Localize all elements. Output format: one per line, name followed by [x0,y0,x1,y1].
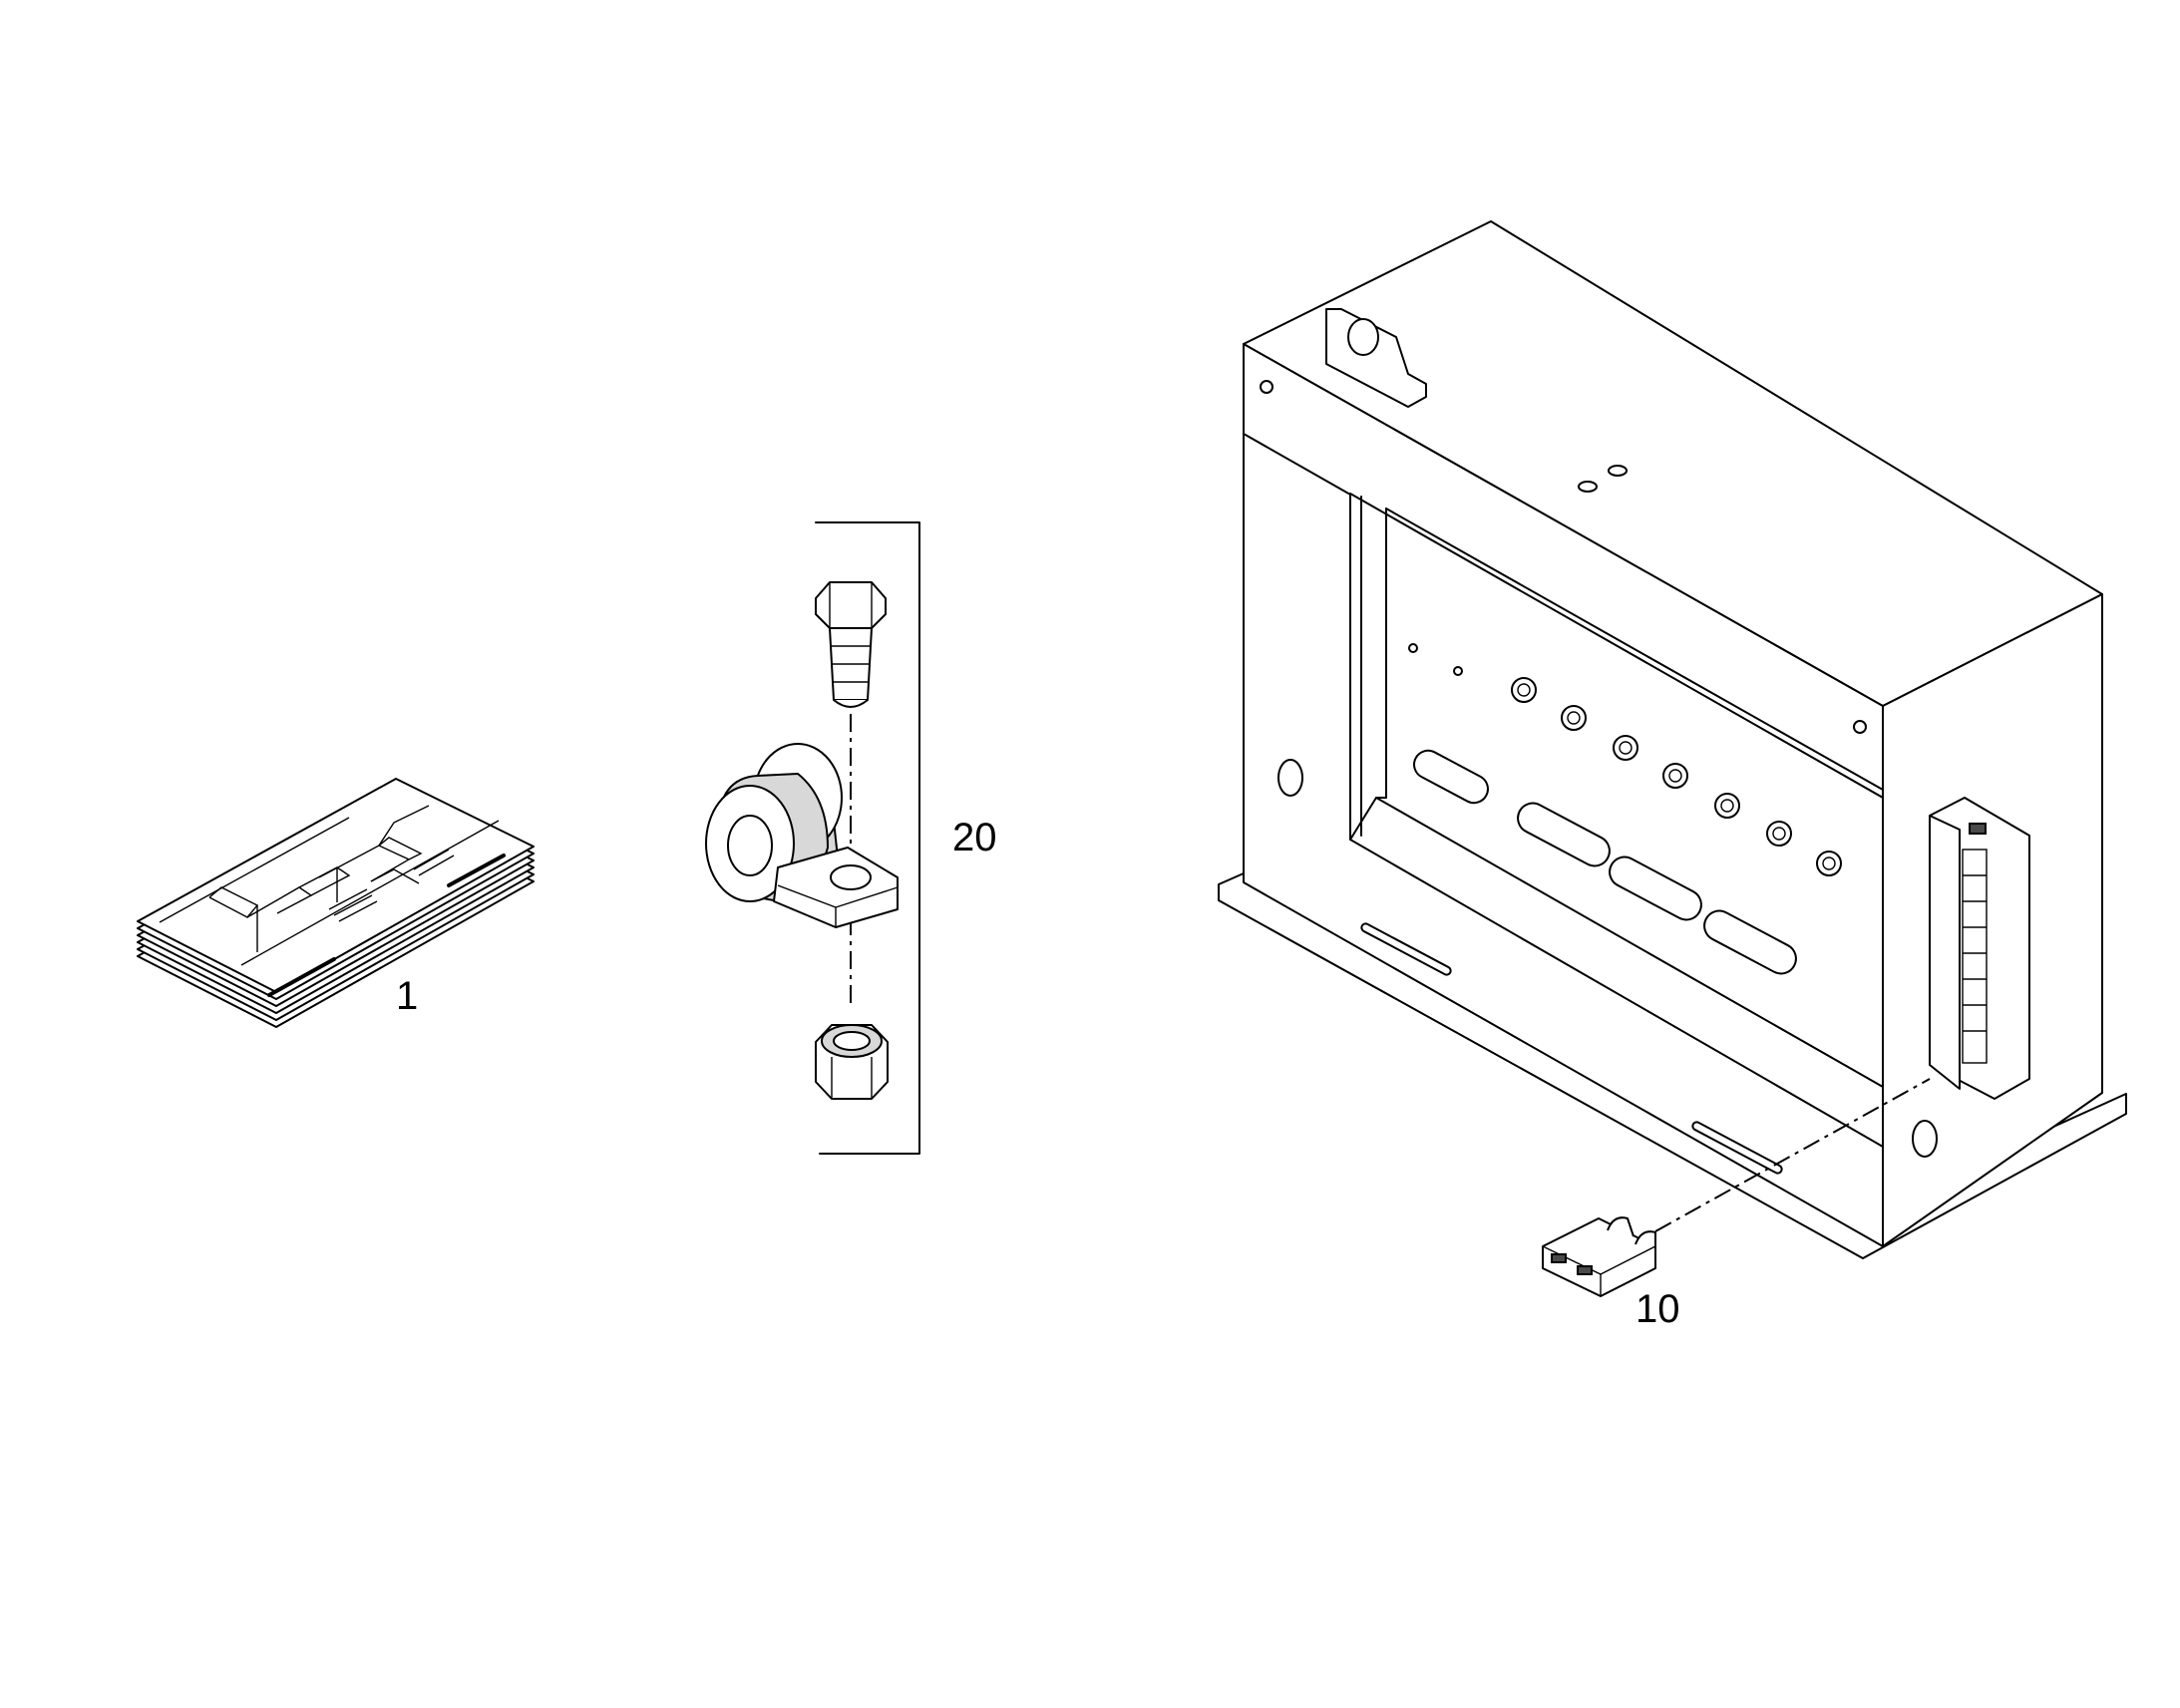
back-panel-studs [1408,643,1842,876]
cushion-clamp [705,743,899,928]
fuse-centerline [1654,1078,1931,1232]
callout-1: 1 [396,974,418,1018]
clamp-kit-bracket [815,521,920,1155]
fuse-box-enclosure [1218,220,2127,1259]
callout-10: 10 [1635,1287,1680,1331]
manual-booklet [137,778,535,1028]
callout-20: 20 [952,816,997,859]
hex-nut [815,1024,889,1100]
terminal-strip [1929,797,2030,1100]
hex-bolt [815,581,887,708]
blade-fuse [1542,1216,1656,1297]
back-panel-slots [1413,749,1797,975]
